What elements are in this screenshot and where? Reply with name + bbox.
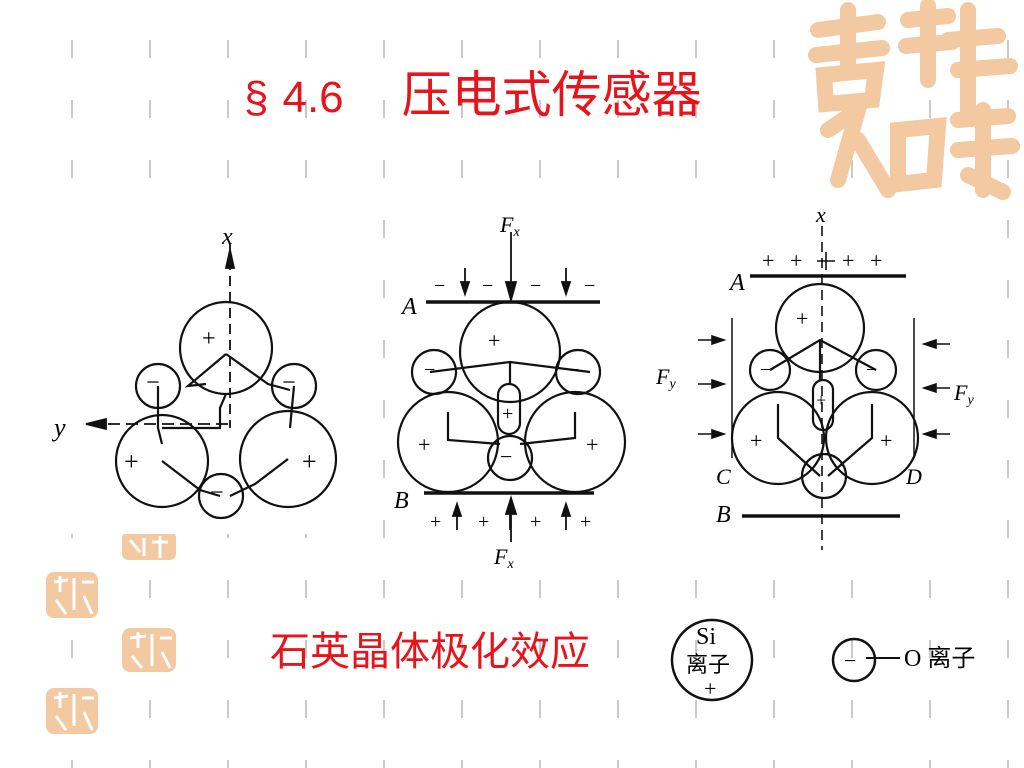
top-charge-4: + — [870, 248, 882, 273]
top-charge-2: + — [790, 248, 802, 273]
si-sign-left: + — [124, 447, 139, 476]
si-ion-legend-sign: + — [704, 676, 716, 701]
top-charge-3: + — [842, 248, 854, 273]
face-d-label: D — [905, 464, 922, 489]
o-sign-right: − — [866, 359, 877, 381]
o-ion-upper-right — [554, 348, 602, 396]
section-mark: § — [244, 73, 269, 122]
o-ion-legend-circle — [831, 637, 877, 683]
decorative-seal-small-1 — [122, 532, 176, 560]
o-sign-center: + — [502, 403, 513, 425]
o-ion-upper-left — [410, 348, 458, 396]
si-sign-right: + — [302, 447, 317, 476]
o-ion-legend-sign: − — [844, 648, 856, 673]
si-sign-left: + — [418, 432, 430, 457]
o-ion-upper-right — [854, 348, 898, 392]
si-ion-top — [458, 300, 562, 404]
o-sign-upper-right: − — [282, 370, 296, 396]
o-sign-right: − — [568, 359, 579, 381]
si-ion-right — [238, 409, 338, 509]
decorative-seal-small-3 — [122, 628, 176, 672]
top-charge-2: − — [482, 275, 493, 297]
si-sign-right: + — [880, 428, 892, 453]
si-sign-top: + — [796, 306, 808, 331]
top-charge-1: − — [434, 275, 445, 297]
figure-y-force-crystal: x A B C D Fy Fy + + + + + + + − − + — [650, 200, 980, 552]
decorative-seal-large — [808, 0, 1020, 200]
axis-x-label: x — [815, 202, 826, 227]
face-c-label: C — [716, 464, 731, 489]
top-charge-1: + — [762, 248, 774, 273]
title-text: 压电式传感器 — [401, 66, 702, 124]
si-sign-right: + — [586, 432, 598, 457]
o-sign-center: + — [816, 390, 826, 410]
figure-x-force-crystal: Fx Fx A B − − − − + + + + + + + − − − + — [390, 212, 640, 572]
o-sign-left: − — [424, 359, 435, 381]
o-ion-legend-label: O 离子 — [904, 645, 975, 672]
si-sign-top: + — [488, 328, 500, 353]
si-ion-right — [824, 390, 920, 486]
top-charge-4: − — [584, 275, 595, 297]
ion-legend: Si 离子 + − O 离子 — [670, 618, 975, 702]
top-charge-3: − — [530, 275, 541, 297]
axis-y-label: y — [51, 413, 66, 442]
o-ion-bottom — [486, 434, 534, 482]
force-fx-bottom: Fx — [493, 544, 514, 572]
figure-caption: 石英晶体极化效应 — [270, 629, 590, 675]
bottom-charge-3: + — [530, 511, 541, 533]
figure-unstressed-crystal: x y + + + − − − — [50, 214, 350, 534]
section-number: 4.6 — [282, 73, 344, 122]
plate-a-label: A — [400, 294, 417, 320]
o-sign-upper-left: − — [146, 370, 160, 396]
si-sign-top: + — [202, 326, 216, 352]
decorative-seal-small-2 — [46, 572, 98, 618]
plate-a-label: A — [728, 270, 745, 296]
bottom-charge-4: + — [580, 511, 591, 533]
bottom-charge-2: + — [478, 511, 489, 533]
o-sign-bottom: − — [210, 480, 224, 506]
o-ion-upper-left — [748, 348, 792, 392]
si-ion-legend-symbol: Si — [696, 624, 716, 650]
decorative-seal-small-4 — [46, 688, 98, 734]
force-fy-right: Fy — [953, 380, 974, 408]
o-ion-center-elongated — [811, 378, 835, 432]
o-sign-left: − — [760, 359, 771, 381]
o-ion-bottom — [197, 472, 245, 520]
plate-b-label: B — [716, 502, 731, 528]
o-ion-bottom — [800, 452, 848, 500]
plate-b-label: B — [394, 488, 409, 514]
axis-x-label: x — [221, 224, 233, 250]
si-ion-legend-circle — [670, 618, 754, 702]
force-fy-left: Fy — [655, 364, 676, 392]
slide-title: § 4.6 压电式传感器 — [244, 60, 804, 130]
force-fx-top: Fx — [499, 212, 520, 240]
si-ion-left — [114, 413, 210, 509]
si-ion-legend-word: 离子 — [686, 652, 730, 677]
si-sign-left: + — [750, 428, 762, 453]
o-sign-bottom: − — [500, 444, 512, 469]
bottom-charge-1: + — [430, 511, 441, 533]
